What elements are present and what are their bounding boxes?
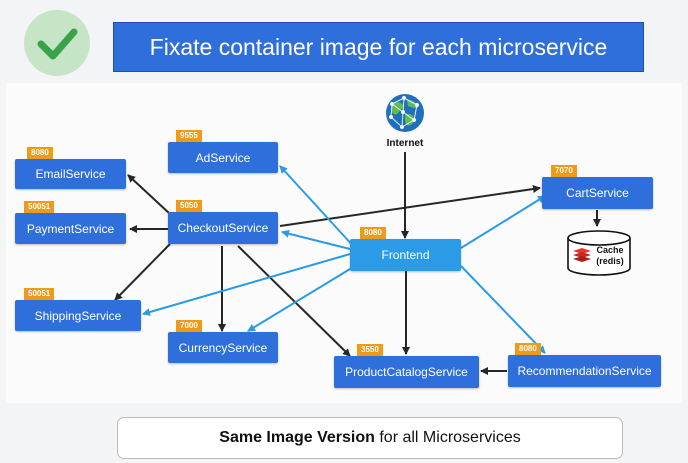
internet-label: Internet xyxy=(386,138,424,149)
port-badge-checkout: 5050 xyxy=(176,200,202,212)
port-badge-frontend: 8080 xyxy=(360,227,386,239)
edge-frontend-shipping xyxy=(142,253,351,316)
edge-checkout-productcatalog xyxy=(237,245,351,357)
service-cart[interactable]: CartService xyxy=(542,177,653,209)
service-frontend[interactable]: Frontend xyxy=(350,239,461,271)
cache-label-line2: (redis) xyxy=(596,256,624,266)
internet-node: Internet xyxy=(381,92,429,149)
checkmark-icon xyxy=(37,28,78,60)
service-checkout[interactable]: CheckoutService xyxy=(168,212,278,244)
cache-redis: Cache (redis) xyxy=(566,229,632,277)
service-shipping[interactable]: ShippingService xyxy=(15,300,141,331)
service-productcatalog[interactable]: ProductCatalogService xyxy=(334,356,479,388)
edge-frontend-currency xyxy=(247,265,356,332)
service-currency[interactable]: CurrencyService xyxy=(168,332,278,363)
footer-caption-bold: Same Image Version xyxy=(219,429,375,446)
cache-label: Cache (redis) xyxy=(592,245,628,267)
edge-frontend-recommendation xyxy=(460,265,546,354)
footer-caption-rest: for all Microservices xyxy=(379,429,521,446)
port-badge-currency: 7000 xyxy=(176,320,202,332)
service-recommendation[interactable]: RecommendationService xyxy=(508,355,661,387)
success-badge xyxy=(24,10,90,76)
database-icon xyxy=(567,230,631,276)
footer-caption: Same Image Version for all Microservices xyxy=(117,417,623,459)
globe-icon xyxy=(386,94,424,132)
cache-label-line1: Cache xyxy=(596,245,624,255)
port-badge-shipping: 50051 xyxy=(24,288,55,300)
port-badge-cart: 7070 xyxy=(551,165,577,177)
redis-logo-icon xyxy=(573,248,591,262)
service-email[interactable]: EmailService xyxy=(15,159,126,189)
service-payment[interactable]: PaymentService xyxy=(15,213,126,244)
port-badge-ad: 9555 xyxy=(176,130,202,142)
port-badge-payment: 50051 xyxy=(24,201,55,213)
edge-checkout-email xyxy=(127,174,171,215)
port-badge-recommendation: 8080 xyxy=(515,343,541,355)
service-ad[interactable]: AdService xyxy=(168,142,278,173)
port-badge-productcatalog: 3550 xyxy=(357,344,383,356)
edge-frontend-checkout xyxy=(281,229,351,250)
edge-checkout-cart xyxy=(279,185,541,227)
edge-frontend-cart xyxy=(460,195,546,249)
title-banner: Fixate container image for each microser… xyxy=(113,22,644,72)
port-badge-email: 8080 xyxy=(27,147,53,159)
edge-checkout-shipping xyxy=(114,243,171,301)
edge-frontend-ad xyxy=(279,165,356,249)
